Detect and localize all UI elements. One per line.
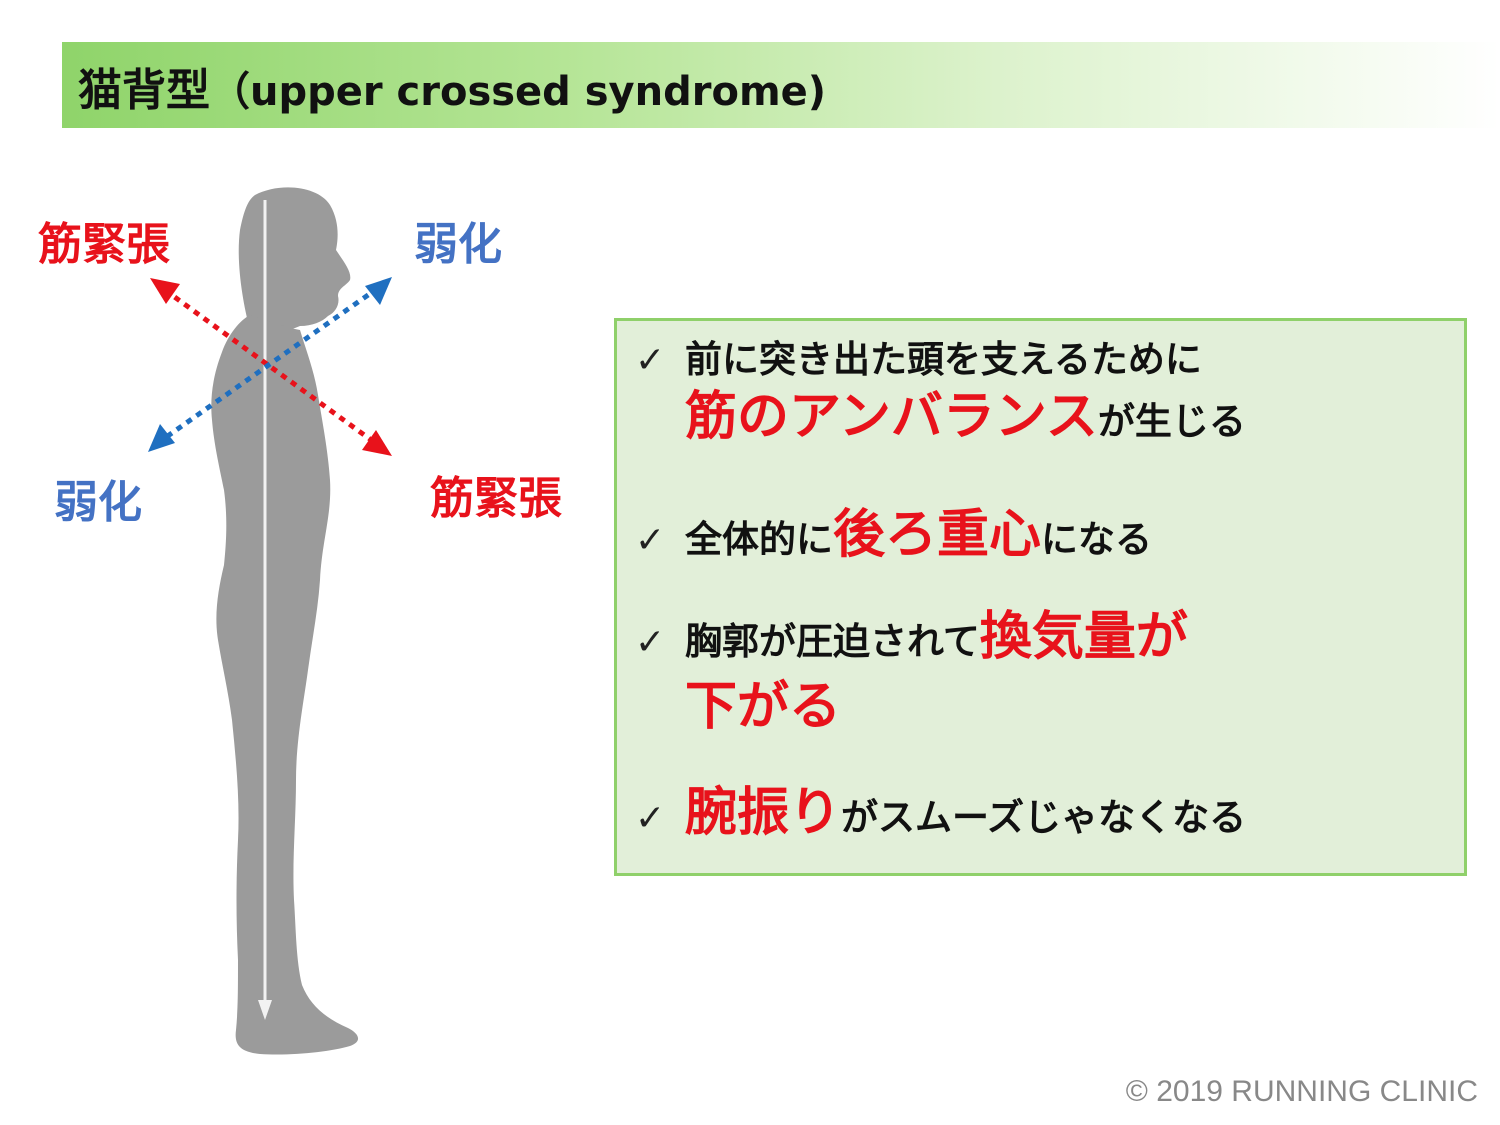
page-title: 猫背型（upper crossed syndrome) [78,54,826,118]
list-item-1: ✓ 前に突き出た頭を支えるために [635,341,1202,379]
check-icon: ✓ [635,622,666,663]
item4-suffix: がスムーズじゃなくなる [841,796,1247,839]
item1-line1: 前に突き出た頭を支えるために [685,338,1202,381]
list-item-2: ✓全体的に後ろ重心になる [635,509,1152,561]
list-item-3: ✓胸郭が圧迫されて換気量が [635,611,1188,663]
label-weak-upper: 弱化 [414,219,502,270]
title-bar: 猫背型（upper crossed syndrome) [62,42,1500,128]
item1-suffix: が生じる [1097,400,1246,443]
label-weak-lower: 弱化 [54,477,142,528]
copyright-text: © 2019 RUNNING CLINIC [1125,1075,1478,1108]
item2-emphasis: 後ろ重心 [833,505,1042,565]
item3-emphasis2: 下がる [685,677,842,737]
item4-emphasis: 腕振り [685,783,842,843]
list-item-3-line2: ✓下がる [635,681,841,733]
title-ja: 猫背型 [78,65,210,116]
weakness-arrow [148,277,392,452]
label-tension-lower: 筋緊張 [430,473,562,524]
item3-emphasis1: 換気量が [979,607,1188,667]
label-tension-upper: 筋緊張 [38,219,170,270]
tension-arrow [150,278,392,456]
check-icon: ✓ [635,520,666,561]
list-item-4: ✓腕振りがスムーズじゃなくなる [635,787,1246,839]
check-icon: ✓ [635,340,666,381]
item2-suffix: になる [1041,518,1153,561]
list-item-1-line2: ✓筋のアンバランスが生じる [635,391,1246,443]
plumb-arrow-head [258,1000,272,1020]
title-en: （upper crossed syndrome) [210,69,827,115]
item1-emphasis: 筋のアンバランス [685,387,1098,447]
body-silhouette [211,187,359,1055]
item2-prefix: 全体的に [685,518,833,561]
summary-box: ✓前に突き出た頭を支えるために ✓筋のアンバランスが生じる ✓全体的に後ろ重心に… [614,318,1467,876]
check-icon: ✓ [635,798,666,839]
posture-figure [148,187,392,1055]
item3-prefix: 胸郭が圧迫されて [685,620,980,663]
